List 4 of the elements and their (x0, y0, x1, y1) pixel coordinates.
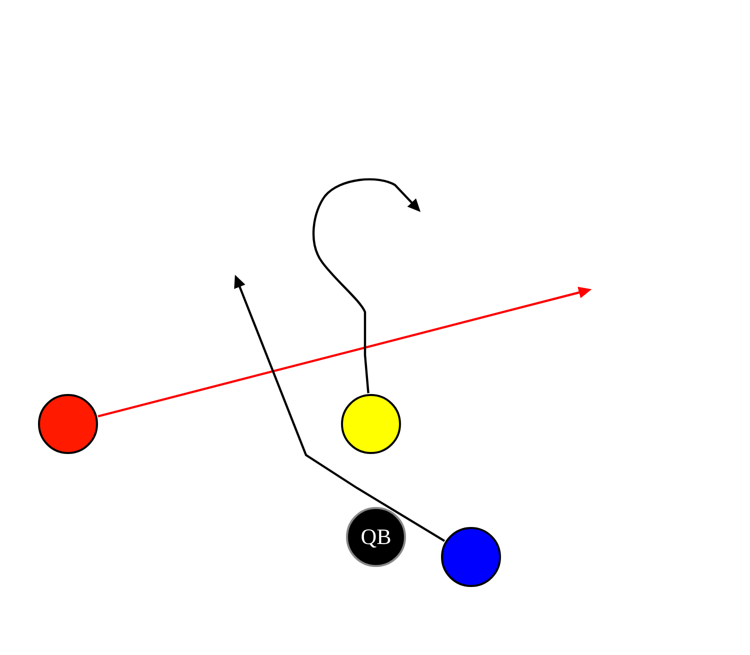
route-arrow (312, 178, 421, 394)
route-arrow (98, 286, 592, 418)
player-circle: QB (346, 507, 406, 567)
route-arrow (234, 274, 446, 542)
